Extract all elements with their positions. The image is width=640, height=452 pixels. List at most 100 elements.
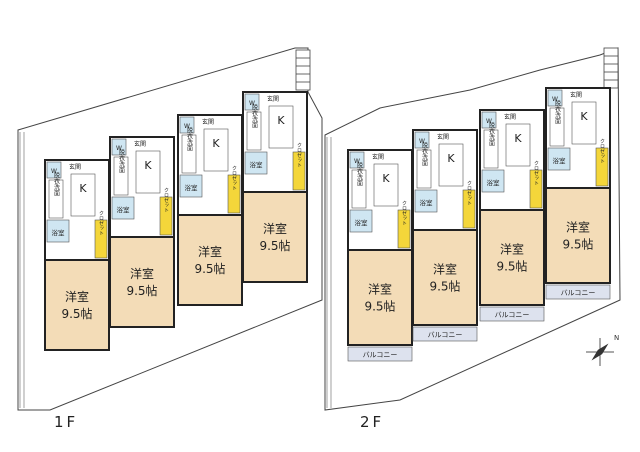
washroom-label: 脱衣洗面 <box>251 103 258 129</box>
kitchen-area <box>70 173 96 217</box>
compass-icon: N <box>586 334 619 366</box>
wc-room <box>349 151 365 169</box>
balcony <box>412 326 478 342</box>
bath-label: 浴室 <box>52 228 66 237</box>
washroom <box>48 179 64 219</box>
washroom-label: 脱衣洗面 <box>356 161 363 187</box>
room-name-label: 洋室 <box>433 262 457 277</box>
washroom-label: 脱衣洗面 <box>554 99 561 125</box>
fence-1f <box>19 132 25 408</box>
bath-room <box>244 151 268 175</box>
kitchen-label: K <box>447 152 455 165</box>
washroom <box>113 156 129 196</box>
kitchen-label: K <box>212 137 220 150</box>
entrance-label: 玄関 <box>202 118 214 126</box>
entrance-label: 玄関 <box>570 91 582 99</box>
wc-label: W <box>116 145 122 152</box>
wc-label: W <box>486 118 492 125</box>
wc-room <box>481 111 497 129</box>
closet <box>595 147 609 187</box>
western-room <box>109 236 175 328</box>
washroom-label: 脱衣洗面 <box>186 126 193 152</box>
closet-label: クロゼット <box>533 161 539 186</box>
room-size-label: 9.5帖 <box>259 238 290 253</box>
kitchen-area <box>135 150 161 194</box>
washroom-label: 脱衣洗面 <box>118 148 125 174</box>
kitchen-label: K <box>79 182 87 195</box>
closet <box>292 151 306 191</box>
western-room <box>44 259 110 351</box>
wc-room <box>46 161 62 179</box>
floor-label-1f: 1F <box>54 413 79 431</box>
washroom <box>483 129 499 169</box>
room-size-label: 9.5帖 <box>126 283 157 298</box>
closet <box>397 209 411 249</box>
bath-room <box>547 147 571 171</box>
kitchen-area <box>438 143 464 187</box>
closet <box>159 196 173 236</box>
wc-room <box>111 138 127 156</box>
entrance-label: 玄関 <box>504 113 516 121</box>
washroom <box>181 134 197 174</box>
closet-label: クロゼット <box>98 211 104 236</box>
washroom-label: 脱衣洗面 <box>488 121 495 147</box>
balcony <box>545 284 611 300</box>
wc-room <box>244 93 260 111</box>
room-size-label: 9.5帖 <box>61 306 92 321</box>
balcony-label: バルコニー <box>363 351 398 359</box>
kitchen-label: K <box>277 114 285 127</box>
kitchen-label: K <box>144 159 152 172</box>
room-name-label: 洋室 <box>130 266 154 281</box>
wc-label: W <box>354 158 360 165</box>
wc-label: W <box>51 168 57 175</box>
room-size-label: 9.5帖 <box>562 237 593 252</box>
kitchen-label: K <box>580 110 588 123</box>
entrance-label: 玄関 <box>134 140 146 148</box>
room-name-label: 洋室 <box>65 289 89 304</box>
wc-label: W <box>419 138 425 145</box>
closet-label: クロゼット <box>401 201 407 226</box>
staircase-2f <box>603 47 619 89</box>
bath-label: 浴室 <box>117 205 131 214</box>
room-name-label: 洋室 <box>566 220 590 235</box>
bath-label: 浴室 <box>185 183 199 192</box>
compass-north-label: N <box>614 334 619 342</box>
closet <box>227 174 241 214</box>
closet-label: クロゼット <box>231 166 237 191</box>
bath-room <box>111 196 135 220</box>
bath-room <box>179 174 203 198</box>
wc-room <box>179 116 195 134</box>
kitchen-label: K <box>382 172 390 185</box>
bath-label: 浴室 <box>355 218 369 227</box>
closet-label: クロゼット <box>599 139 605 164</box>
washroom <box>416 149 432 189</box>
western-room <box>242 191 308 283</box>
wc-room <box>414 131 430 149</box>
bath-label: 浴室 <box>420 198 434 207</box>
room-name-label: 洋室 <box>500 242 524 257</box>
bath-label: 浴室 <box>553 156 567 165</box>
closet <box>94 219 108 259</box>
wc-label: W <box>552 96 558 103</box>
room-name-label: 洋室 <box>368 282 392 297</box>
washroom <box>246 111 262 151</box>
wc-label: W <box>249 100 255 107</box>
room-size-label: 9.5帖 <box>364 299 395 314</box>
washroom-label: 脱衣洗面 <box>53 171 60 197</box>
kitchen-area <box>203 128 229 172</box>
wc-room <box>547 89 563 107</box>
kitchen-label: K <box>514 132 522 145</box>
washroom <box>351 169 367 209</box>
room-size-label: 9.5帖 <box>496 259 527 274</box>
entrance-label: 玄関 <box>69 163 81 171</box>
western-room <box>545 187 611 284</box>
balcony <box>479 306 545 322</box>
bath-room <box>414 189 438 213</box>
kitchen-area <box>268 105 294 149</box>
